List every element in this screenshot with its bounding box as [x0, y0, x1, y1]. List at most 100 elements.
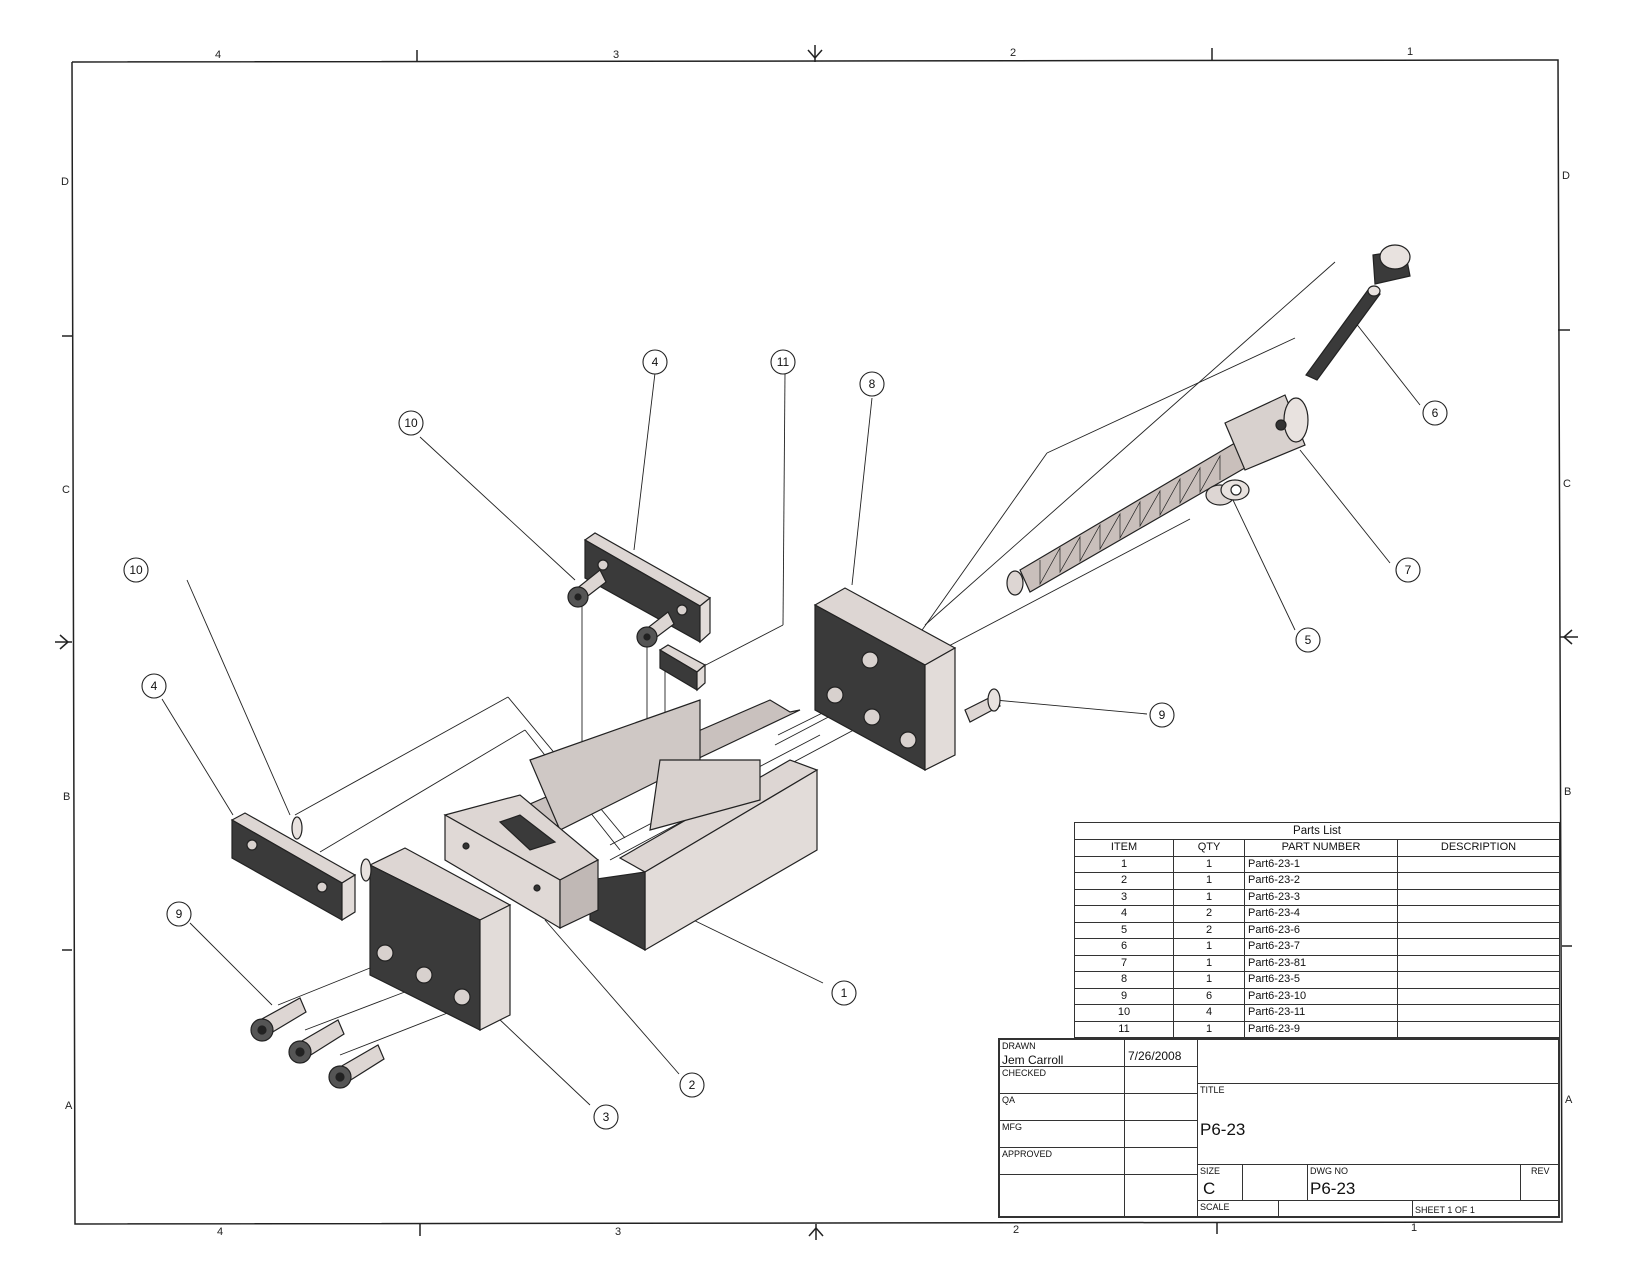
- part-end-plate: [813, 587, 957, 772]
- part-jaw-plate-upper: [583, 532, 712, 644]
- description-cell: [1397, 905, 1560, 923]
- drawn-date: 7/26/2008: [1128, 1049, 1182, 1063]
- mfg-cell: MFG: [999, 1120, 1125, 1148]
- balloon-label: 4: [151, 679, 158, 693]
- parts-list-title: Parts List: [1074, 822, 1560, 839]
- item-cell: 5: [1074, 921, 1174, 939]
- description-cell: [1397, 1020, 1560, 1038]
- balloon-label: 10: [404, 416, 418, 430]
- rev-label: REV: [1531, 1166, 1550, 1176]
- zone-col-bottom: 1: [1411, 1222, 1418, 1234]
- sheet-size: C: [1203, 1179, 1216, 1198]
- drawn-cell: DRAWN Jem Carroll: [999, 1039, 1125, 1067]
- drawing-title: P6-23: [1200, 1120, 1246, 1139]
- balloon-label: 3: [603, 1110, 610, 1124]
- scale-value-cell: [1278, 1200, 1413, 1217]
- balloon-label: 9: [176, 907, 183, 921]
- drawing-number: P6-23: [1310, 1179, 1356, 1198]
- qty-cell: 2: [1173, 921, 1245, 939]
- rev-cell: REV: [1520, 1164, 1559, 1201]
- scale-label: SCALE: [1200, 1202, 1230, 1212]
- parts-list-table: Parts List ITEM QTY PART NUMBER DESCRIPT…: [1074, 822, 1560, 1038]
- balloon-label: 5: [1305, 633, 1312, 647]
- part-lead-screw: [1006, 394, 1309, 596]
- balloon-circles: [123, 349, 1448, 1130]
- part-number-cell: Part6-23-81: [1244, 954, 1398, 972]
- part-handle: [1305, 244, 1411, 381]
- part-base: [468, 699, 819, 952]
- checked-cell: CHECKED: [999, 1066, 1125, 1094]
- qty-cell: 2: [1173, 905, 1245, 923]
- item-cell: 1: [1074, 855, 1174, 873]
- qa-label: QA: [1002, 1095, 1016, 1105]
- qty-cell: 4: [1173, 1004, 1245, 1022]
- qty-cell: 1: [1173, 1020, 1245, 1038]
- part-number-cell: Part6-23-4: [1244, 905, 1398, 923]
- balloon-label: 1: [841, 986, 848, 1000]
- part-fixed-jaw: [368, 847, 512, 1031]
- scale-cell: SCALE: [1197, 1200, 1279, 1217]
- zone-col-top: 4: [215, 49, 222, 61]
- dwg-no-label: DWG NO: [1310, 1166, 1348, 1176]
- blank-date-cell: [1124, 1174, 1198, 1217]
- qty-cell: 1: [1173, 938, 1245, 956]
- item-cell: 11: [1074, 1020, 1174, 1038]
- zone-row-left: B: [63, 791, 71, 803]
- part-number-cell: Part6-23-7: [1244, 938, 1398, 956]
- part-jaw-plate-lower: [230, 812, 357, 922]
- qty-cell: 1: [1173, 855, 1245, 873]
- balloon-label: 4: [652, 355, 659, 369]
- part-number-cell: Part6-23-9: [1244, 1020, 1398, 1038]
- qty-cell: 1: [1173, 872, 1245, 890]
- part-number-cell: Part6-23-2: [1244, 872, 1398, 890]
- parts-list-header-row: ITEM QTY PART NUMBER DESCRIPTION: [1074, 839, 1560, 857]
- part-number-cell: Part6-23-11: [1244, 1004, 1398, 1022]
- part-collar: [1205, 479, 1250, 506]
- item-cell: 2: [1074, 872, 1174, 890]
- description-cell: [1397, 1004, 1560, 1022]
- balloon-label: 11: [777, 355, 790, 369]
- balloon-label: 7: [1405, 563, 1412, 577]
- zone-row-right: B: [1564, 786, 1572, 798]
- item-cell: 4: [1074, 905, 1174, 923]
- part-number-cell: Part6-23-6: [1244, 921, 1398, 939]
- item-cell: 8: [1074, 971, 1174, 989]
- title-cell: TITLE P6-23: [1197, 1083, 1559, 1165]
- part-key: [658, 644, 707, 692]
- description-cell: [1397, 987, 1560, 1005]
- checked-date-cell: [1124, 1066, 1198, 1094]
- description-cell: [1397, 872, 1560, 890]
- description-cell: [1397, 921, 1560, 939]
- qa-date-cell: [1124, 1093, 1198, 1121]
- col-part-number: PART NUMBER: [1244, 839, 1398, 857]
- description-cell: [1397, 938, 1560, 956]
- balloon-label: 8: [869, 377, 876, 391]
- description-cell: [1397, 888, 1560, 906]
- approved-label: APPROVED: [1002, 1149, 1053, 1159]
- size-spacer-cell: [1242, 1164, 1308, 1201]
- col-qty: QTY: [1173, 839, 1245, 857]
- part-number-cell: Part6-23-5: [1244, 971, 1398, 989]
- qty-cell: 1: [1173, 971, 1245, 989]
- qty-cell: 1: [1173, 954, 1245, 972]
- zone-row-right: C: [1563, 478, 1571, 490]
- col-item: ITEM: [1074, 839, 1174, 857]
- zone-col-top: 1: [1407, 46, 1414, 58]
- blank-cell: [999, 1174, 1125, 1217]
- checked-label: CHECKED: [1002, 1068, 1047, 1078]
- balloon-label: 6: [1432, 406, 1439, 420]
- title-label: TITLE: [1200, 1085, 1225, 1095]
- description-cell: [1397, 971, 1560, 989]
- col-description: DESCRIPTION: [1397, 839, 1560, 857]
- part-sliding-jaw: [443, 794, 600, 930]
